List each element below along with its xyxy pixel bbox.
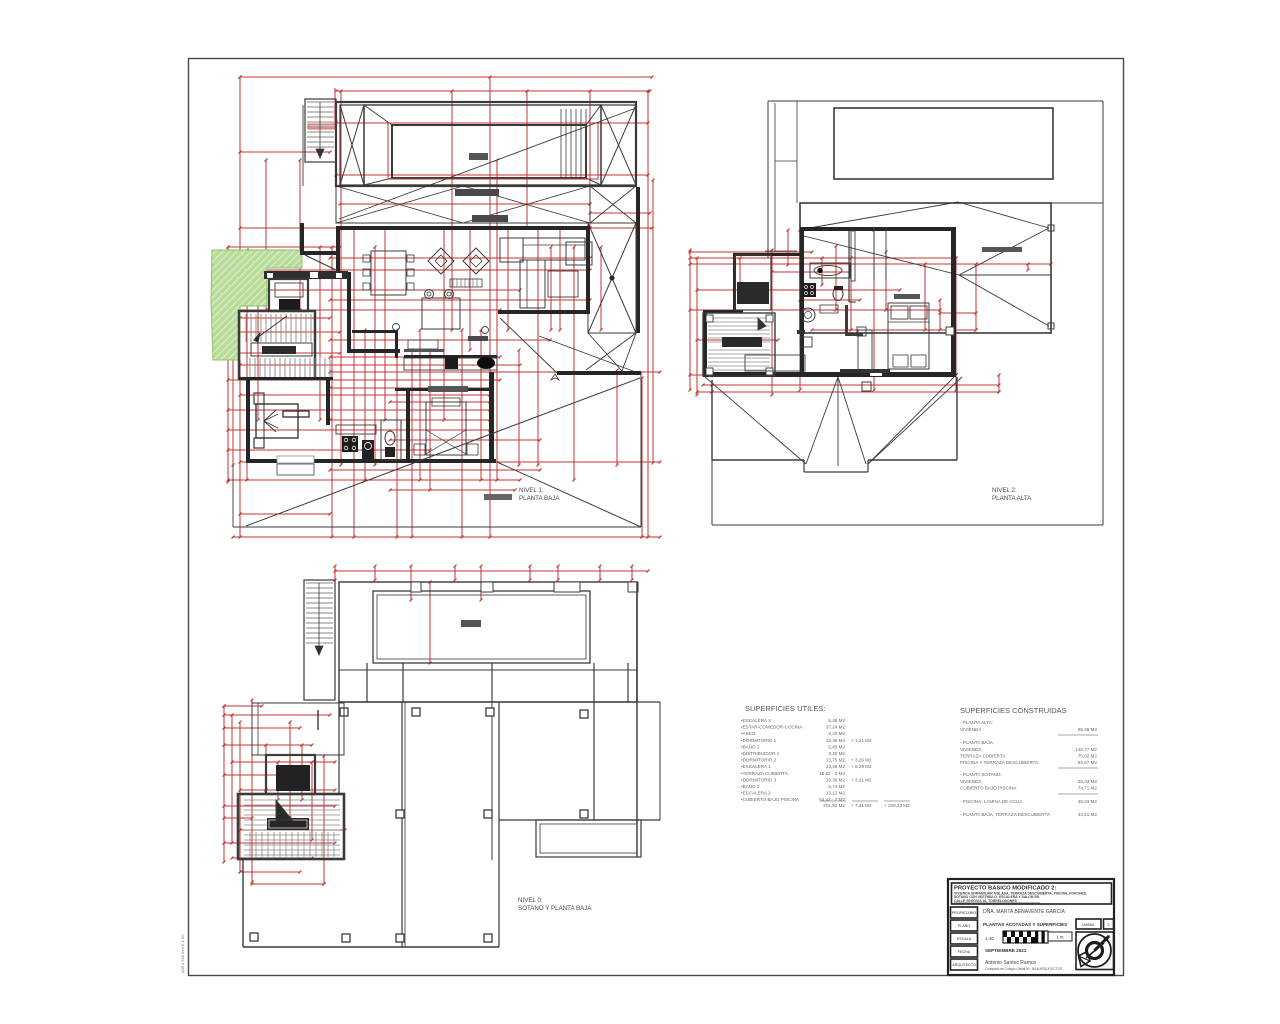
- svg-text:3,20 M2: 3,20 M2: [828, 731, 845, 736]
- svg-text:•DORMITORIO 2: •DORMITORIO 2: [741, 758, 777, 763]
- svg-text:35,03 M2: 35,03 M2: [1078, 779, 1098, 784]
- svg-text:ESCALA: ESCALA: [957, 937, 972, 941]
- svg-text:•CUBIERTO BAJO PISCINA: •CUBIERTO BAJO PISCINA: [741, 797, 800, 802]
- svg-text:13,46 M2: 13,46 M2: [826, 764, 846, 769]
- svg-text:•DORMITORIO 3: •DORMITORIO 3: [741, 777, 777, 782]
- svg-text:+ 3,26 M2: + 3,26 M2: [851, 758, 872, 763]
- svg-text:A05 x 600 mm E 1:50: A05 x 600 mm E 1:50: [180, 934, 185, 973]
- svg-text:Colegiado de Colegio Oficial: Colegiado de Colegio Oficial Nº: 4614/AR…: [985, 967, 1062, 971]
- svg-text:•ESTAR-COMEDOR-COCINA: •ESTAR-COMEDOR-COCINA: [741, 725, 803, 730]
- svg-text:19,36 M2: 19,36 M2: [826, 777, 846, 782]
- svg-text:TERRAZA CUBIERTA:: TERRAZA CUBIERTA:: [960, 754, 1007, 759]
- svg-text:- PLANTA ALTA:: - PLANTA ALTA:: [960, 720, 993, 725]
- svg-text:PLANTAS ACOTADAS Y SUPERFICIES: PLANTAS ACOTADAS Y SUPERFICIES: [983, 922, 1067, 927]
- svg-text:•ESCALERA 2: •ESCALERA 2: [741, 791, 771, 796]
- svg-text:NIVEL 2:: NIVEL 2:: [992, 487, 1017, 494]
- svg-text:13,12 M2: 13,12 M2: [826, 791, 846, 796]
- svg-text:PISCINA Y TERRAZA DESCUBIERTA:: PISCINA Y TERRAZA DESCUBIERTA:: [960, 760, 1039, 765]
- svg-text:5,74 M2: 5,74 M2: [828, 784, 845, 789]
- svg-text:PROYECTO BASICO MODIFICADO 2:: PROYECTO BASICO MODIFICADO 2:: [954, 886, 1056, 892]
- svg-text:SEPTIEMBRE 2021: SEPTIEMBRE 2021: [985, 948, 1027, 953]
- svg-text:PLANTA ALTA: PLANTA ALTA: [992, 495, 1032, 502]
- svg-text:35,03 M2: 35,03 M2: [1078, 799, 1098, 804]
- svg-text:FECHA: FECHA: [958, 950, 971, 954]
- svg-text:2: 2: [1107, 922, 1110, 927]
- svg-text:SUPERFICIES UTILES:: SUPERFICIES UTILES:: [745, 704, 825, 713]
- svg-text:94,67 M2: 94,67 M2: [1078, 760, 1098, 765]
- svg-text:- PLANTA SOTANO:: - PLANTA SOTANO:: [960, 772, 1002, 777]
- svg-text:LAMINA: LAMINA: [1082, 923, 1095, 927]
- svg-text:PROPIETARIO: PROPIETARIO: [952, 911, 976, 915]
- svg-text:•BAÑO 1: •BAÑO 1: [741, 743, 760, 749]
- svg-text:13,46 M2: 13,46 M2: [826, 738, 846, 743]
- svg-text:DÑA. MARTA BENAVENTE GARCIA: DÑA. MARTA BENAVENTE GARCIA: [983, 908, 1066, 915]
- svg-text:•TERRAZA CUBIERTA: •TERRAZA CUBIERTA: [741, 771, 789, 776]
- svg-text:15,52 - 2 M2: 15,52 - 2 M2: [819, 771, 845, 776]
- svg-text:•ASEO: •ASEO: [741, 731, 756, 736]
- svg-text:34,51 M2: 34,51 M2: [1078, 812, 1098, 817]
- svg-text:201,82 M2: 201,82 M2: [823, 803, 845, 808]
- svg-text:SOTANO Y PLANTA BAJA: SOTANO Y PLANTA BAJA: [518, 905, 592, 912]
- svg-text:145,77 M2: 145,77 M2: [1075, 747, 1097, 752]
- svg-text:13,75 M2: 13,75 M2: [826, 758, 846, 763]
- svg-text:VIVIENDA: VIVIENDA: [960, 727, 982, 732]
- svg-text:3,20 M2: 3,20 M2: [828, 751, 845, 756]
- svg-text:- PLANTA BAJA, TERRAZA DESCUBI: - PLANTA BAJA, TERRAZA DESCUBIERTA: [960, 812, 1051, 817]
- svg-text:+ 3,21 M2: + 3,21 M2: [851, 777, 872, 782]
- svg-text:VIVIENDA UNIFAMILIAR AISLADA,: VIVIENDA UNIFAMILIAR AISLADA, TERRAZA DE…: [954, 892, 1087, 896]
- svg-text:+ 209,23 M2: + 209,23 M2: [884, 803, 910, 808]
- svg-text:•BAÑO 2: •BAÑO 2: [741, 783, 760, 789]
- svg-text:PLANTA BAJA: PLANTA BAJA: [519, 495, 560, 502]
- svg-text:+ 5,29 M2: + 5,29 M2: [851, 764, 872, 769]
- svg-text:37,24 M2: 37,24 M2: [826, 725, 846, 730]
- svg-text:CUBIERTO BAJO PISCINA: CUBIERTO BAJO PISCINA: [960, 786, 1017, 791]
- svg-text:64,42 - 2 M2: 64,42 - 2 M2: [819, 797, 845, 802]
- svg-text:SOTANO CON VESTIBULO, ESCALERA: SOTANO CON VESTIBULO, ESCALERA Y SALON E…: [954, 895, 1040, 899]
- svg-text:NIVEL 1:: NIVEL 1:: [519, 487, 544, 494]
- svg-text:1 m: 1 m: [1057, 935, 1064, 940]
- svg-text:95,48 M2: 95,48 M2: [1078, 727, 1098, 732]
- svg-text:•DISTRIBUIDOR 1: •DISTRIBUIDOR 1: [741, 751, 780, 756]
- svg-text:+ 1,21 M2: + 1,21 M2: [851, 738, 872, 743]
- svg-text:74,71 M2: 74,71 M2: [1078, 786, 1098, 791]
- svg-text:Antonio Santos Ramos: Antonio Santos Ramos: [985, 960, 1037, 966]
- svg-text:5,45 M2: 5,45 M2: [828, 744, 845, 749]
- svg-text:- PISCINA: LAMINA DE AGUA: - PISCINA: LAMINA DE AGUA: [960, 799, 1023, 804]
- svg-text:VIVIENDA: VIVIENDA: [960, 779, 982, 784]
- svg-text:- PLANTA BAJA:: - PLANTA BAJA:: [960, 740, 994, 745]
- svg-text:SUPERFICIES CONSTRUIDAS: SUPERFICIES CONSTRUIDAS: [960, 706, 1067, 715]
- svg-text:ARQUITECTO: ARQUITECTO: [952, 963, 976, 967]
- svg-text:PLANO: PLANO: [958, 924, 970, 928]
- svg-text:5,48 M2: 5,48 M2: [828, 718, 845, 723]
- svg-text:•ESCALERA 1: •ESCALERA 1: [741, 764, 771, 769]
- svg-text:NIVEL 0:: NIVEL 0:: [518, 897, 543, 904]
- svg-text:1:40: 1:40: [985, 936, 994, 941]
- svg-text:•ESCALERA X: •ESCALERA X: [741, 718, 771, 723]
- svg-text:CALLE SEGOVIA 16, TORRELODONES: CALLE SEGOVIA 16, TORRELODONES: [954, 899, 1017, 903]
- svg-text:VIVIENDA: VIVIENDA: [960, 747, 982, 752]
- svg-text:+ 7,41 M2: + 7,41 M2: [851, 803, 872, 808]
- svg-text:75,02 M2: 75,02 M2: [1078, 754, 1098, 759]
- svg-text:•DORMITORIO 1: •DORMITORIO 1: [741, 738, 777, 743]
